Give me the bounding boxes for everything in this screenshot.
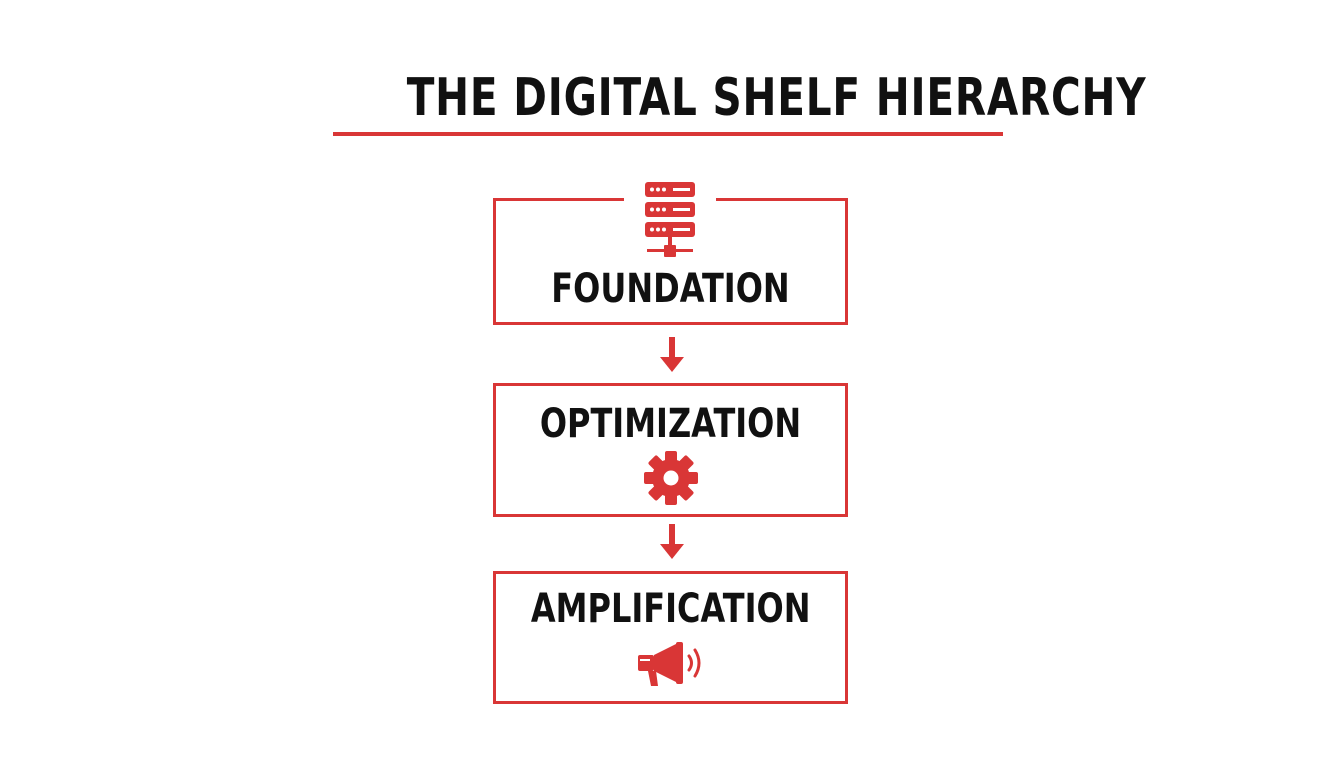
level-label-amplification: AMPLIFICATION xyxy=(530,586,811,632)
diagram-title: THE DIGITAL SHELF HIERARCHY xyxy=(406,68,1147,128)
title-underline xyxy=(333,132,1003,136)
gear-icon xyxy=(644,451,698,505)
level-label-foundation: FOUNDATION xyxy=(551,266,790,312)
server-rack-icon xyxy=(645,182,695,257)
icon-gap xyxy=(624,198,716,201)
megaphone-icon xyxy=(638,642,701,686)
level-label-optimization: OPTIMIZATION xyxy=(539,401,802,447)
level-box-amplification: AMPLIFICATION xyxy=(493,571,848,704)
arrow-down-icon xyxy=(660,524,684,559)
level-box-foundation: FOUNDATION xyxy=(493,198,848,325)
arrow-down-icon xyxy=(660,337,684,372)
level-box-optimization: OPTIMIZATION xyxy=(493,383,848,517)
